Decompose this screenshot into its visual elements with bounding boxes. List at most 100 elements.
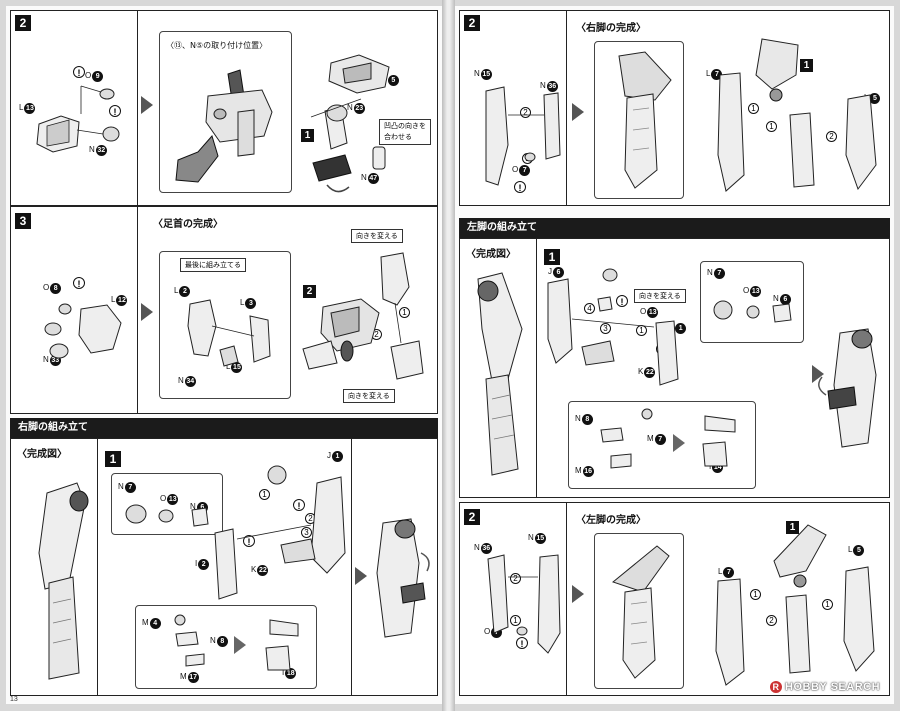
- left-leg-complete-drawing: [477, 272, 523, 476]
- section-header: 右脚の組み立て: [10, 418, 438, 438]
- caution-icon: !: [516, 637, 528, 649]
- caution-icon: !: [109, 105, 121, 117]
- caution-icon: !: [73, 66, 85, 78]
- step-circle: 2: [520, 107, 531, 118]
- step-circle: 1: [822, 599, 833, 610]
- ankle-guard-drawing: [187, 299, 271, 367]
- step-arrow-icon: [141, 303, 153, 321]
- thigh-subassembly-box: N8 M7 M16 I14: [568, 401, 756, 489]
- sub-step-number: 1: [786, 521, 799, 534]
- sub-step-number: 1: [301, 129, 314, 142]
- lower-leg-result-drawing: [376, 518, 430, 638]
- caution-icon: !: [616, 295, 628, 307]
- step-circle: 1: [399, 307, 410, 318]
- step-circle: 2: [826, 131, 837, 142]
- step-number: 2: [15, 15, 31, 31]
- page-number: 13: [10, 696, 18, 703]
- thigh-joint-drawing: [265, 619, 299, 671]
- ankle-assembled-drawing: [302, 252, 424, 380]
- heel-assembly-drawing: [310, 54, 390, 193]
- step-circle: 1: [750, 589, 761, 600]
- step-circle: 2: [510, 573, 521, 584]
- change-direction-callout: 向きを変える: [634, 289, 686, 303]
- step-title: 〈左脚の完成〉: [576, 515, 646, 526]
- complete-view-label: 〈完成図〉: [466, 249, 516, 260]
- lower-leg-halves-drawing: [487, 554, 561, 654]
- complete-view-label: 〈完成図〉: [17, 449, 67, 460]
- sub-step-number: 1: [800, 59, 813, 72]
- right-leg-parts-drawing: [717, 38, 877, 192]
- lower-leg-halves-drawing: [485, 86, 561, 186]
- change-direction-callout: 向きを変える: [343, 389, 395, 403]
- step-arrow-icon: [572, 103, 584, 121]
- box-caption: 〈⑬、N⑤の取り付け位置〉: [166, 41, 268, 50]
- mounting-position-box: 〈⑬、N⑤の取り付け位置〉: [159, 31, 292, 193]
- step-title: 〈右脚の完成〉: [576, 23, 646, 34]
- book-gutter: [442, 0, 455, 711]
- knee-joint-drawing: [125, 504, 209, 527]
- right-page: 2 〈右脚の完成〉 N15 N36 O7 2 1 ! 1 L7 L5 1 1 2: [455, 6, 894, 704]
- complete-preview-box: [594, 533, 684, 689]
- sub-step-number: 2: [303, 285, 316, 298]
- right-leg-complete-drawing: [38, 482, 89, 680]
- assemble-last-callout: 最後に組み立てる: [180, 258, 246, 272]
- knee-joint-drawing: [713, 300, 792, 323]
- step-number: 2: [464, 15, 480, 31]
- left-leg-assembly-panel: 〈完成図〉 1 J6 O13 I1 K22 向きを変える ! ! 4 3 1 N…: [459, 238, 890, 498]
- thigh-joint-drawing: [702, 415, 736, 467]
- left-leg-parts-drawing: [715, 524, 875, 686]
- divider: [137, 207, 138, 413]
- right-leg-preview-drawing: [618, 51, 672, 189]
- step-arrow-icon: [812, 365, 824, 383]
- caution-icon: !: [293, 499, 305, 511]
- step-circle: 3: [600, 323, 611, 334]
- thigh-parts-drawing: [174, 614, 205, 667]
- divider: [566, 503, 567, 695]
- ankle-parts-drawing: [44, 303, 122, 359]
- right-leg-complete-panel: 2 〈右脚の完成〉 N15 N36 O7 2 1 ! 1 L7 L5 1 1 2: [459, 10, 890, 206]
- caution-icon: !: [73, 277, 85, 289]
- divider: [351, 439, 352, 695]
- step-circle: 1: [259, 489, 270, 500]
- divider: [566, 11, 567, 205]
- step-number: 3: [15, 213, 31, 229]
- step-title: 〈足首の完成〉: [153, 219, 223, 230]
- step-arrow-icon: [141, 96, 153, 114]
- section-header: 左脚の組み立て: [459, 218, 890, 238]
- step-circle: 1: [510, 615, 521, 626]
- change-direction-callout: 向きを変える: [351, 229, 403, 243]
- step-arrow-icon: [234, 636, 246, 654]
- left-leg-preview-drawing: [611, 545, 670, 679]
- step-2-parts-drawing: [36, 85, 120, 153]
- step-arrow-icon: [673, 434, 685, 452]
